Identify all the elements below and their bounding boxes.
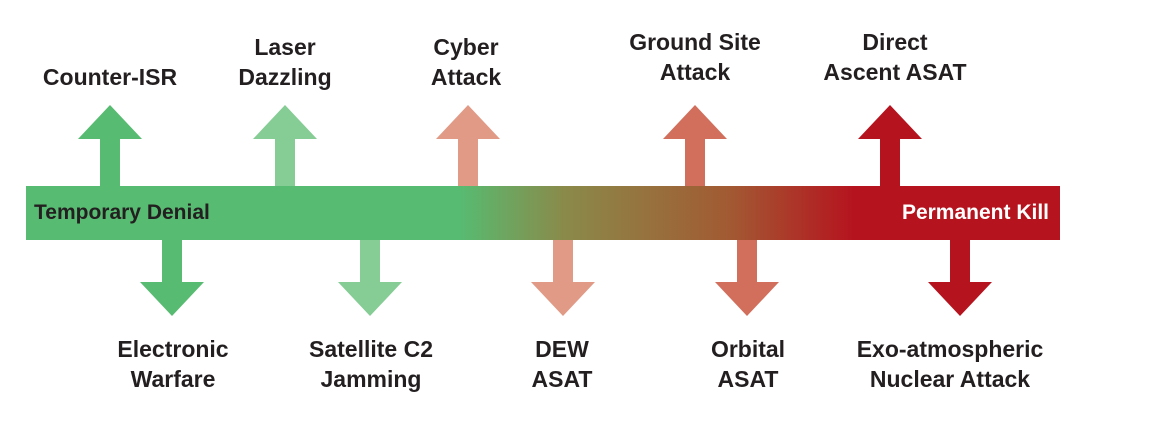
up-arrow-icon-cyber-attack — [436, 105, 500, 186]
threat-label-electronic-warfare: Electronic Warfare — [117, 334, 228, 394]
threat-label-direct-ascent-asat: Direct Ascent ASAT — [823, 27, 966, 87]
temporary-denial-label: Temporary Denial — [34, 201, 210, 224]
label-line: ASAT — [531, 366, 593, 392]
threat-label-ground-site-attack: Ground Site Attack — [629, 27, 761, 87]
permanent-kill-label: Permanent Kill — [901, 201, 1049, 224]
label-line: ASAT — [717, 366, 779, 392]
threat-label-dew-asat: DEW ASAT — [532, 334, 593, 394]
up-arrows — [78, 105, 922, 186]
label-line: Ascent ASAT — [823, 59, 967, 85]
down-arrow-icon-satellite-c2-jamming — [338, 240, 402, 316]
label-line: Warfare — [130, 366, 216, 392]
label-line: Attack — [430, 64, 502, 90]
up-arrow-icon-direct-ascent-asat — [858, 105, 922, 186]
label-line: Electronic — [117, 336, 229, 362]
up-arrow-icon-counter-isr — [78, 105, 142, 186]
threat-label-cyber-attack: Cyber Attack — [431, 32, 501, 92]
label-line: Orbital — [710, 336, 786, 362]
threat-label-laser-dazzling: Laser Dazzling — [238, 32, 331, 92]
label-line: Direct — [862, 29, 928, 55]
label-line: Cyber — [433, 34, 499, 60]
label-line: Laser — [254, 34, 316, 60]
label-line: Counter-ISR — [42, 64, 178, 90]
threat-label-counter-isr: Counter-ISR — [43, 62, 177, 92]
down-arrow-icon-dew-asat — [531, 240, 595, 316]
down-arrow-icon-exo-atmospheric-nuclear-attack — [928, 240, 992, 316]
down-arrow-icon-orbital-asat — [715, 240, 779, 316]
label-line: Dazzling — [238, 64, 332, 90]
label-line: Exo-atmospheric — [856, 336, 1044, 362]
label-line: Satellite C2 — [309, 336, 433, 362]
label-line: Nuclear Attack — [869, 366, 1031, 392]
down-arrows — [140, 240, 992, 316]
up-arrow-icon-laser-dazzling — [253, 105, 317, 186]
threat-label-exo-atmospheric-nuclear-attack: Exo-atmospheric Nuclear Attack — [857, 334, 1044, 394]
threat-label-satellite-c2-jamming: Satellite C2 Jamming — [309, 334, 433, 394]
label-line: Ground Site — [629, 29, 761, 55]
down-arrow-icon-electronic-warfare — [140, 240, 204, 316]
up-arrow-icon-ground-site-attack — [663, 105, 727, 186]
label-line: Attack — [659, 59, 731, 85]
spectrum-bar — [26, 186, 1060, 240]
label-line: DEW — [535, 336, 589, 362]
label-line: Jamming — [320, 366, 422, 392]
threat-label-orbital-asat: Orbital ASAT — [711, 334, 785, 394]
